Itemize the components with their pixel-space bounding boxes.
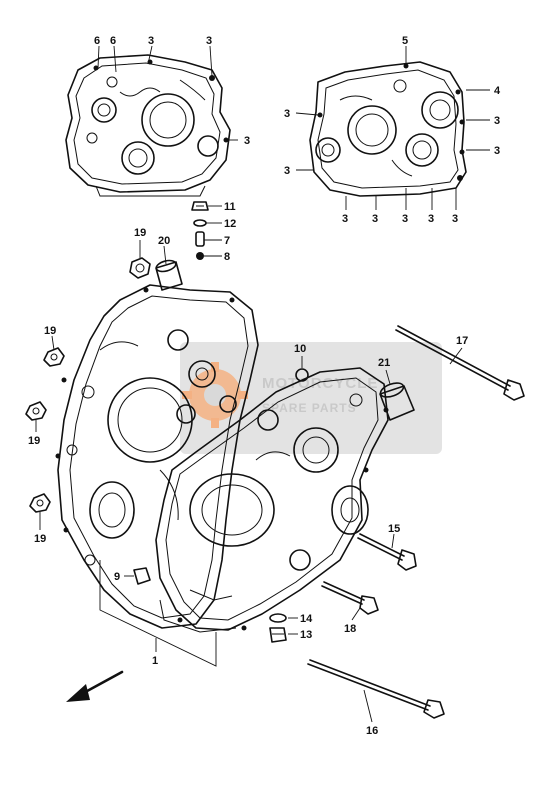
callout-19-top: 19	[134, 227, 146, 239]
callout-3-i: 3	[372, 213, 378, 225]
stud-bolt-17	[395, 325, 525, 401]
bushing-20	[155, 259, 183, 291]
callout-17: 17	[456, 335, 468, 347]
callout-19-left-lower: 19	[34, 533, 46, 545]
callout-3-e: 3	[494, 145, 500, 157]
stud-bolt-16	[307, 659, 445, 719]
o-ring-12	[193, 219, 207, 227]
callout-labels: 6 6 3 3 3 5 4 3 3 3 3 3 3 3 3 3 11 12 7 …	[28, 35, 501, 737]
callout-15: 15	[388, 523, 400, 535]
front-direction-arrow-icon	[66, 670, 124, 702]
left-crankcase-half-view	[65, 54, 231, 197]
callout-4: 4	[494, 85, 501, 97]
bolt-15	[357, 533, 417, 571]
nut-19-upper	[129, 257, 151, 279]
washer-14	[269, 613, 287, 623]
watermark: MOTORCYCLE SPARE PARTS	[180, 342, 442, 454]
dowel-pin-7	[195, 231, 205, 247]
callout-18: 18	[344, 623, 356, 635]
callout-3-f: 3	[284, 108, 290, 120]
o-ring-10	[295, 368, 309, 382]
callout-20: 20	[158, 235, 170, 247]
callout-3-j: 3	[402, 213, 408, 225]
washer-8	[196, 252, 204, 260]
nut-19-left-lower	[29, 493, 51, 513]
callout-3-k: 3	[428, 213, 434, 225]
callout-10: 10	[294, 343, 306, 355]
callout-14: 14	[300, 613, 313, 625]
callout-19-left-middle: 19	[28, 435, 40, 447]
callout-6-b: 6	[110, 35, 116, 47]
callout-3-l: 3	[452, 213, 458, 225]
watermark-text-line1: MOTORCYCLE	[262, 375, 378, 392]
callout-1: 1	[152, 655, 158, 667]
callout-9: 9	[114, 571, 120, 583]
callout-8: 8	[224, 251, 230, 263]
callout-3-d: 3	[494, 115, 500, 127]
callout-7: 7	[224, 235, 230, 247]
watermark-text-line2: SPARE PARTS	[262, 401, 357, 415]
callout-3-g: 3	[284, 165, 290, 177]
callout-6-a: 6	[94, 35, 100, 47]
callout-3-b: 3	[206, 35, 212, 47]
callout-3-c: 3	[244, 135, 250, 147]
callout-3-a: 3	[148, 35, 154, 47]
leader-lines	[35, 45, 490, 723]
nut-19-left-middle	[25, 401, 47, 421]
gear-logo-icon	[182, 362, 248, 428]
nut-19-left-upper	[43, 347, 65, 367]
callout-21: 21	[378, 357, 390, 369]
bolt-18	[321, 581, 379, 615]
bushing-21	[379, 382, 415, 421]
callout-19-left-upper: 19	[44, 325, 56, 337]
callout-5: 5	[402, 35, 408, 47]
right-crankcase-half-view	[309, 61, 467, 197]
plug-9	[133, 567, 151, 585]
bolt-11	[191, 201, 209, 211]
callout-12: 12	[224, 218, 236, 230]
callout-11: 11	[224, 201, 236, 213]
callout-16: 16	[366, 725, 378, 737]
callout-13: 13	[300, 629, 312, 641]
drain-plug-13	[269, 627, 287, 643]
callout-3-h: 3	[342, 213, 348, 225]
crankcase-assembly-main	[55, 284, 389, 633]
